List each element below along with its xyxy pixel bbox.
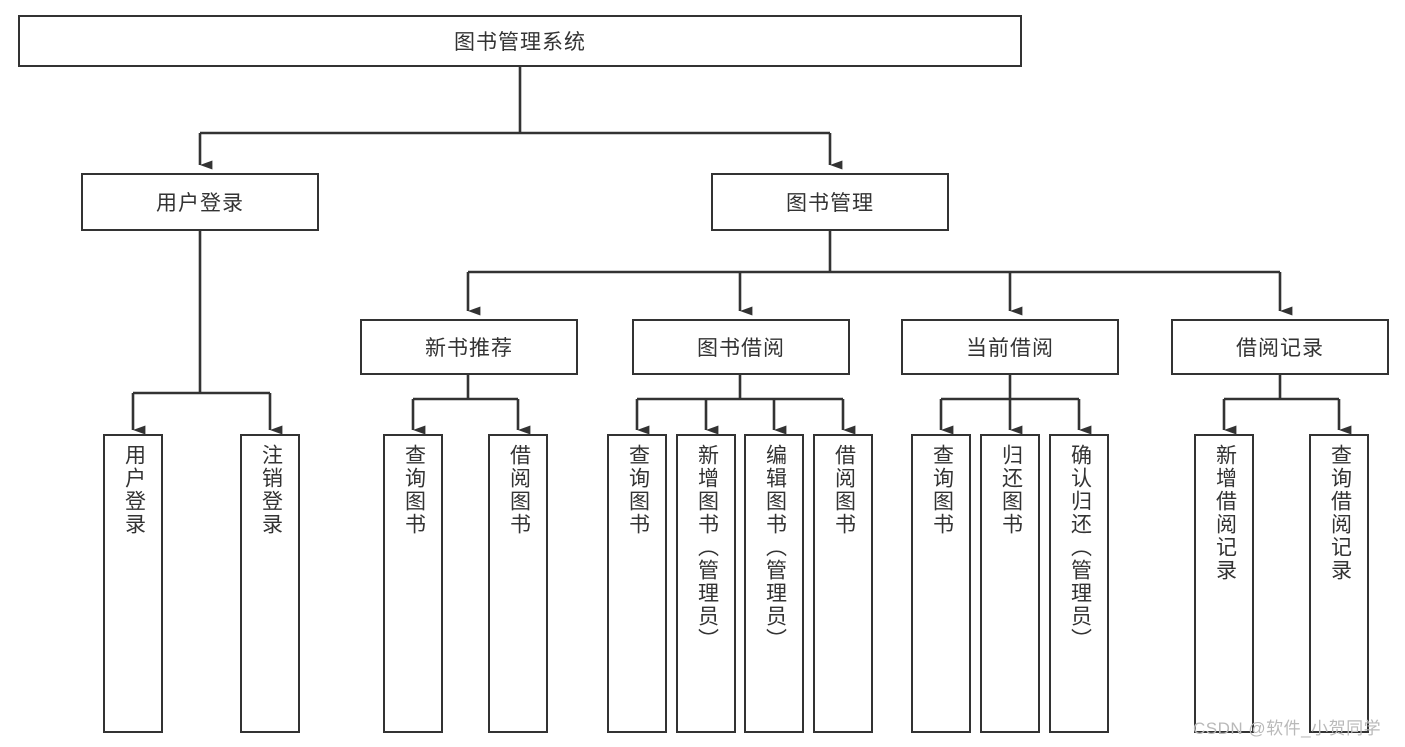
- node-user-login-label: 用户登录: [156, 192, 244, 215]
- node-leaf-add-book-label: 新增图书（管理员）: [695, 444, 719, 651]
- node-leaf-borrow-book[interactable]: 借阅图书: [813, 434, 873, 733]
- node-leaf-query-book-rec[interactable]: 查询图书: [383, 434, 443, 733]
- node-leaf-confirm-return[interactable]: 确认归还（管理员）: [1049, 434, 1109, 733]
- node-book-manage[interactable]: 图书管理: [711, 173, 949, 231]
- node-book-borrow-label: 图书借阅: [697, 337, 785, 360]
- node-borrow-record[interactable]: 借阅记录: [1171, 319, 1389, 375]
- node-leaf-edit-book-label: 编辑图书（管理员）: [763, 444, 787, 651]
- node-leaf-return-book[interactable]: 归还图书: [980, 434, 1040, 733]
- node-leaf-logout[interactable]: 注销登录: [240, 434, 300, 733]
- node-root[interactable]: 图书管理系统: [18, 15, 1022, 67]
- node-leaf-add-record[interactable]: 新增借阅记录: [1194, 434, 1254, 733]
- node-leaf-user-login-label: 用户登录: [122, 444, 146, 536]
- node-leaf-user-login[interactable]: 用户登录: [103, 434, 163, 733]
- tree-connectors: [131, 67, 1352, 435]
- node-book-manage-label: 图书管理: [786, 192, 874, 215]
- node-leaf-logout-label: 注销登录: [259, 444, 283, 536]
- node-book-borrow[interactable]: 图书借阅: [632, 319, 850, 375]
- watermark: CSDN @软件_小贺同学: [1193, 719, 1382, 738]
- node-leaf-add-book[interactable]: 新增图书（管理员）: [676, 434, 736, 733]
- node-current-borrow[interactable]: 当前借阅: [901, 319, 1119, 375]
- node-leaf-query-book-cur-label: 查询图书: [930, 444, 954, 536]
- node-leaf-query-book-borrow-label: 查询图书: [626, 444, 650, 536]
- node-root-label: 图书管理系统: [454, 31, 586, 54]
- node-leaf-borrow-book-label: 借阅图书: [832, 444, 856, 536]
- node-borrow-record-label: 借阅记录: [1236, 337, 1324, 360]
- node-leaf-query-record-label: 查询借阅记录: [1328, 444, 1352, 582]
- node-leaf-borrow-book-rec[interactable]: 借阅图书: [488, 434, 548, 733]
- node-leaf-return-book-label: 归还图书: [999, 444, 1023, 536]
- node-leaf-query-book-cur[interactable]: 查询图书: [911, 434, 971, 733]
- node-leaf-edit-book[interactable]: 编辑图书（管理员）: [744, 434, 804, 733]
- node-leaf-query-book-rec-label: 查询图书: [402, 444, 426, 536]
- node-new-book-rec-label: 新书推荐: [425, 337, 513, 360]
- node-new-book-rec[interactable]: 新书推荐: [360, 319, 578, 375]
- node-leaf-borrow-book-rec-label: 借阅图书: [507, 444, 531, 536]
- node-current-borrow-label: 当前借阅: [966, 337, 1054, 360]
- node-leaf-confirm-return-label: 确认归还（管理员）: [1068, 444, 1092, 651]
- node-user-login[interactable]: 用户登录: [81, 173, 319, 231]
- node-leaf-add-record-label: 新增借阅记录: [1213, 444, 1237, 582]
- node-leaf-query-record[interactable]: 查询借阅记录: [1309, 434, 1369, 733]
- node-leaf-query-book-borrow[interactable]: 查询图书: [607, 434, 667, 733]
